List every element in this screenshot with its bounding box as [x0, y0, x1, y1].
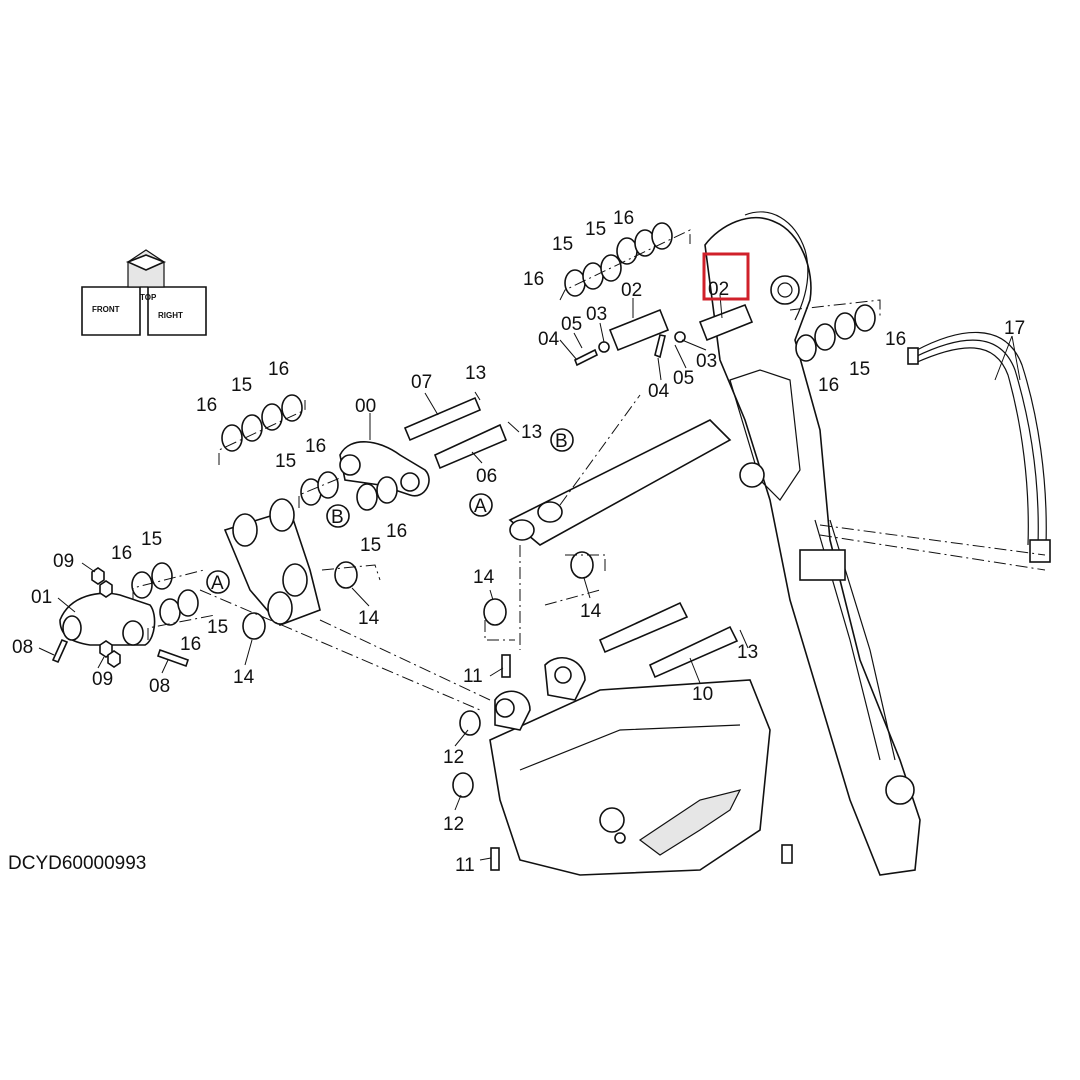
highlight-box: [702, 252, 750, 301]
part-label-14: 14: [233, 667, 255, 688]
part-label-13: 13: [465, 363, 486, 384]
part-label-15: 15: [360, 535, 381, 556]
part-label-09: 09: [53, 551, 74, 572]
part-label-16: 16: [523, 269, 544, 290]
part-labels: 02 02 03 03 04 04 05 05 15 15 16 16 16 1…: [12, 208, 1025, 876]
part-label-05: 05: [561, 314, 582, 335]
part-label-16: 16: [268, 359, 289, 380]
part-label-16: 16: [613, 208, 634, 229]
part-label-03: 03: [696, 351, 717, 372]
part-label-14: 14: [358, 608, 380, 629]
part-label-14: 14: [580, 601, 602, 622]
part-label-14: 14: [473, 567, 495, 588]
part-label-16: 16: [818, 375, 839, 396]
ref-marker-a: A: [211, 573, 224, 594]
part-label-06: 06: [476, 466, 497, 487]
part-label-07: 07: [411, 372, 432, 393]
ref-marker-b: B: [555, 431, 568, 452]
ref-marker-a: A: [474, 496, 487, 517]
part-label-12: 12: [443, 814, 464, 835]
part-label-05: 05: [673, 368, 694, 389]
part-label-16: 16: [305, 436, 326, 457]
part-label-15: 15: [552, 234, 573, 255]
part-label-02: 02: [621, 280, 642, 301]
part-label-04: 04: [648, 381, 670, 402]
compass-right-label: RIGHT: [158, 311, 183, 320]
part-label-15: 15: [231, 375, 252, 396]
part-label-02-highlighted: 02: [708, 279, 729, 300]
part-label-15: 15: [849, 359, 870, 380]
part-label-16: 16: [180, 634, 201, 655]
pins: [403, 303, 754, 679]
part-label-01: 01: [31, 587, 52, 608]
part-label-11: 11: [463, 666, 483, 687]
part-label-16: 16: [885, 329, 906, 350]
reference-markers: B A B A: [206, 428, 574, 594]
part-label-03: 03: [586, 304, 607, 325]
part-label-17: 17: [1004, 318, 1025, 339]
compass-front-label: FRONT: [92, 305, 120, 314]
bucket: [489, 656, 771, 876]
link-arm: [508, 394, 732, 546]
part-label-04: 04: [538, 329, 560, 350]
part-label-08: 08: [12, 637, 33, 658]
part-label-13: 13: [737, 642, 758, 663]
part-label-08: 08: [149, 676, 170, 697]
part-label-13: 13: [521, 422, 542, 443]
part-label-16: 16: [386, 521, 407, 542]
compass-top-label: TOP: [140, 293, 157, 302]
part-label-11: 11: [455, 855, 475, 876]
link-plate-00: [339, 441, 430, 497]
hydraulic-hose-17: [907, 331, 1051, 563]
part-label-16: 16: [111, 543, 132, 564]
part-label-16: 16: [196, 395, 217, 416]
part-label-15: 15: [141, 529, 162, 550]
ref-marker-b: B: [331, 507, 344, 528]
drawing-code: DCYD60000993: [8, 853, 146, 874]
part-label-09: 09: [92, 669, 113, 690]
o-rings: [242, 551, 594, 798]
leader-lines: [38, 294, 1021, 861]
part-label-15: 15: [585, 219, 606, 240]
guide-frames: [132, 229, 881, 711]
shim-washers: [131, 222, 876, 626]
orientation-compass-icon: FRONT TOP RIGHT: [81, 249, 207, 336]
part-label-00: 00: [355, 396, 376, 417]
bucket-linkage-01: [59, 498, 321, 646]
part-label-15: 15: [275, 451, 296, 472]
arm-structure: [704, 211, 1046, 876]
part-label-10: 10: [692, 684, 713, 705]
part-label-12: 12: [443, 747, 464, 768]
part-label-15: 15: [207, 617, 228, 638]
